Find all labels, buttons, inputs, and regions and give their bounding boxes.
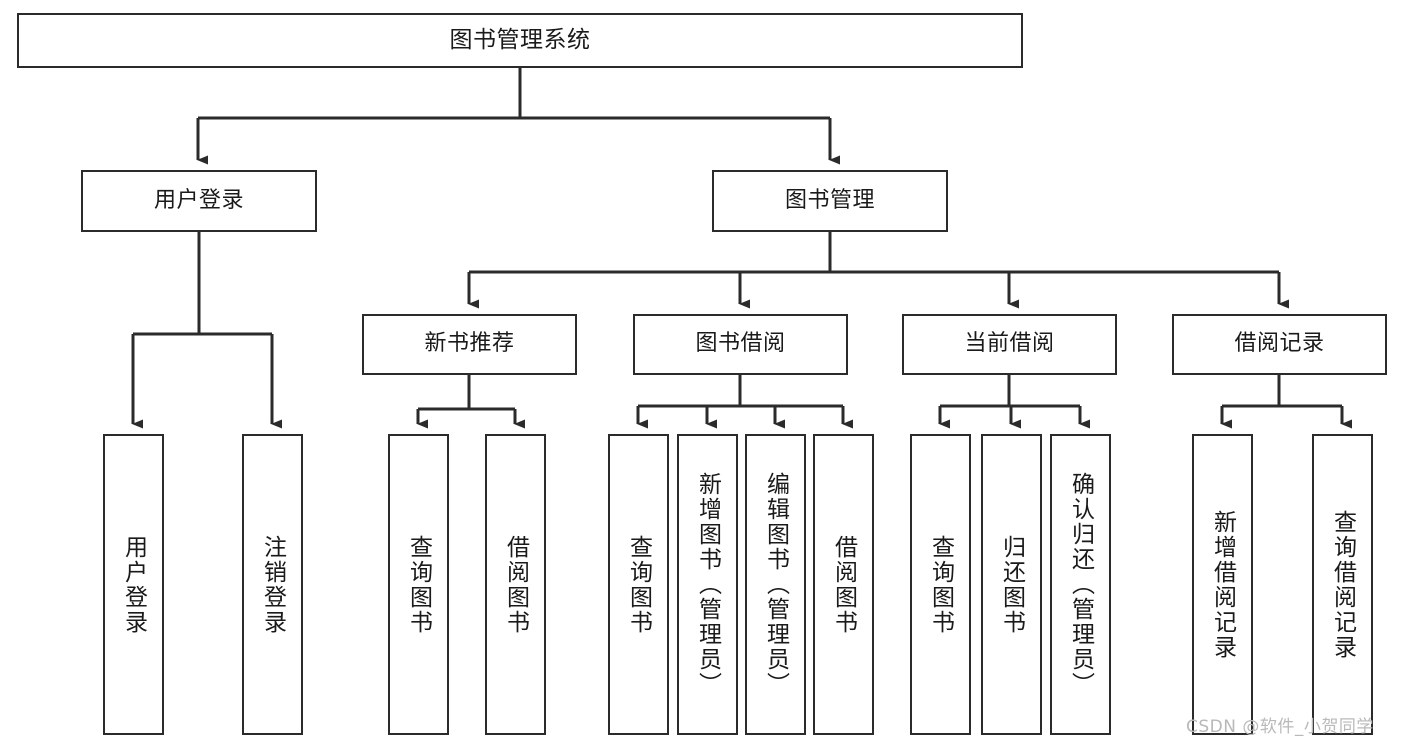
node-root[interactable]: 图书管理系统 — [17, 13, 1023, 68]
csdn-watermark: CSDN @软件_小贺同学 — [1186, 717, 1374, 737]
node-user-login[interactable]: 用户登录 — [81, 170, 317, 232]
node-new-book-rec-label: 新书推荐 — [424, 331, 515, 357]
node-leaf-query-book-cur[interactable]: 查询图书 — [910, 434, 971, 735]
node-current-borrow[interactable]: 当前借阅 — [902, 314, 1117, 375]
node-leaf-user-logout[interactable]: 注销登录 — [242, 434, 303, 735]
node-leaf-add-record[interactable]: 新增借阅记录 — [1192, 434, 1253, 735]
node-new-book-rec[interactable]: 新书推荐 — [362, 314, 577, 375]
node-book-manage[interactable]: 图书管理 — [712, 170, 948, 232]
node-leaf-query-book-rec-label: 查询图书 — [405, 534, 432, 635]
node-borrow-record[interactable]: 借阅记录 — [1172, 314, 1387, 375]
node-leaf-query-record[interactable]: 查询借阅记录 — [1312, 434, 1373, 735]
node-leaf-return-book[interactable]: 归还图书 — [981, 434, 1042, 735]
node-leaf-query-record-label: 查询借阅记录 — [1329, 509, 1356, 660]
node-leaf-borrow-book-rec[interactable]: 借阅图书 — [485, 434, 546, 735]
node-user-login-label: 用户登录 — [153, 187, 244, 213]
node-leaf-add-book[interactable]: 新增图书（管理员） — [677, 434, 738, 735]
node-leaf-confirm-return-label: 确认归还（管理员） — [1067, 472, 1094, 697]
node-leaf-add-book-label: 新增图书（管理员） — [694, 472, 721, 697]
node-leaf-edit-book-label: 编辑图书（管理员） — [762, 472, 789, 697]
node-leaf-query-book[interactable]: 查询图书 — [608, 434, 669, 735]
node-leaf-query-book-cur-label: 查询图书 — [927, 534, 954, 635]
node-root-label: 图书管理系统 — [449, 26, 591, 53]
node-leaf-user-login[interactable]: 用户登录 — [103, 434, 164, 735]
node-leaf-edit-book[interactable]: 编辑图书（管理员） — [745, 434, 806, 735]
node-leaf-borrow-book-label: 借阅图书 — [830, 534, 857, 635]
node-leaf-user-login-label: 用户登录 — [120, 534, 147, 635]
node-book-borrow[interactable]: 图书借阅 — [633, 314, 848, 375]
node-current-borrow-label: 当前借阅 — [964, 331, 1055, 357]
node-leaf-borrow-book-rec-label: 借阅图书 — [502, 534, 529, 635]
node-leaf-confirm-return[interactable]: 确认归还（管理员） — [1050, 434, 1111, 735]
node-leaf-add-record-label: 新增借阅记录 — [1209, 509, 1236, 660]
node-leaf-query-book-rec[interactable]: 查询图书 — [388, 434, 449, 735]
node-borrow-record-label: 借阅记录 — [1234, 331, 1325, 357]
node-leaf-user-logout-label: 注销登录 — [259, 534, 286, 635]
node-leaf-borrow-book[interactable]: 借阅图书 — [813, 434, 874, 735]
node-leaf-return-book-label: 归还图书 — [998, 534, 1025, 635]
node-leaf-query-book-label: 查询图书 — [625, 534, 652, 635]
node-book-borrow-label: 图书借阅 — [695, 331, 786, 357]
node-book-manage-label: 图书管理 — [784, 187, 875, 213]
